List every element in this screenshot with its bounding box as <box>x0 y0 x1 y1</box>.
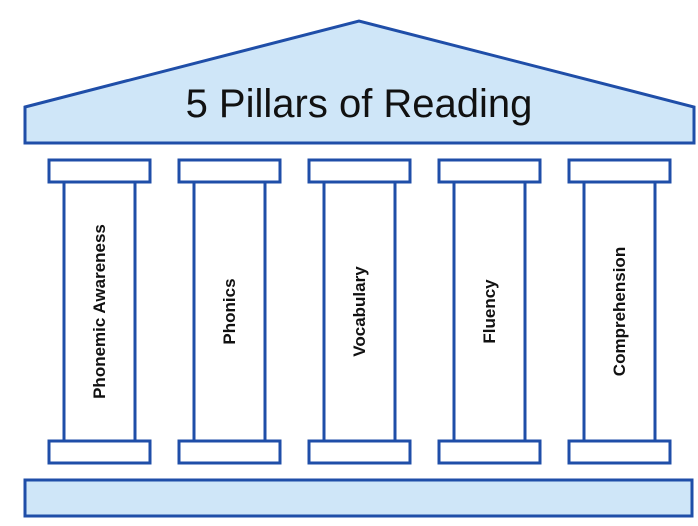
pillar-capital <box>437 158 542 184</box>
pillar-base <box>47 439 152 465</box>
pillar-shaft <box>452 180 527 443</box>
pillar: Phonemic Awareness <box>47 158 152 465</box>
pillar-base <box>567 439 672 465</box>
diagram-title: 5 Pillars of Reading <box>186 82 533 126</box>
pillar-label: Comprehension <box>610 247 629 376</box>
pillar-capital <box>47 158 152 184</box>
pillar-label: Phonics <box>220 278 239 344</box>
pillar-base <box>307 439 412 465</box>
pillar-base <box>437 439 542 465</box>
foundation <box>23 478 694 518</box>
pillar-shaft <box>322 180 397 443</box>
pillar-capital <box>307 158 412 184</box>
roof-pediment <box>23 19 696 145</box>
pillar-label: Fluency <box>480 279 499 344</box>
pillars-group: Phonemic Awareness Phonics Vocabulary Fluen… <box>47 158 672 465</box>
pillar: Phonics <box>177 158 282 465</box>
pillar-base <box>177 439 282 465</box>
pillar: Vocabulary <box>307 158 412 465</box>
pillar-label: Phonemic Awareness <box>90 224 109 399</box>
roof: 5 Pillars of Reading <box>23 19 696 145</box>
pillar-capital <box>567 158 672 184</box>
pillar: Comprehension <box>567 158 672 465</box>
pillar-label: Vocabulary <box>350 266 369 357</box>
pillar-shaft <box>62 180 137 443</box>
pillar: Fluency <box>437 158 542 465</box>
pillar-capital <box>177 158 282 184</box>
